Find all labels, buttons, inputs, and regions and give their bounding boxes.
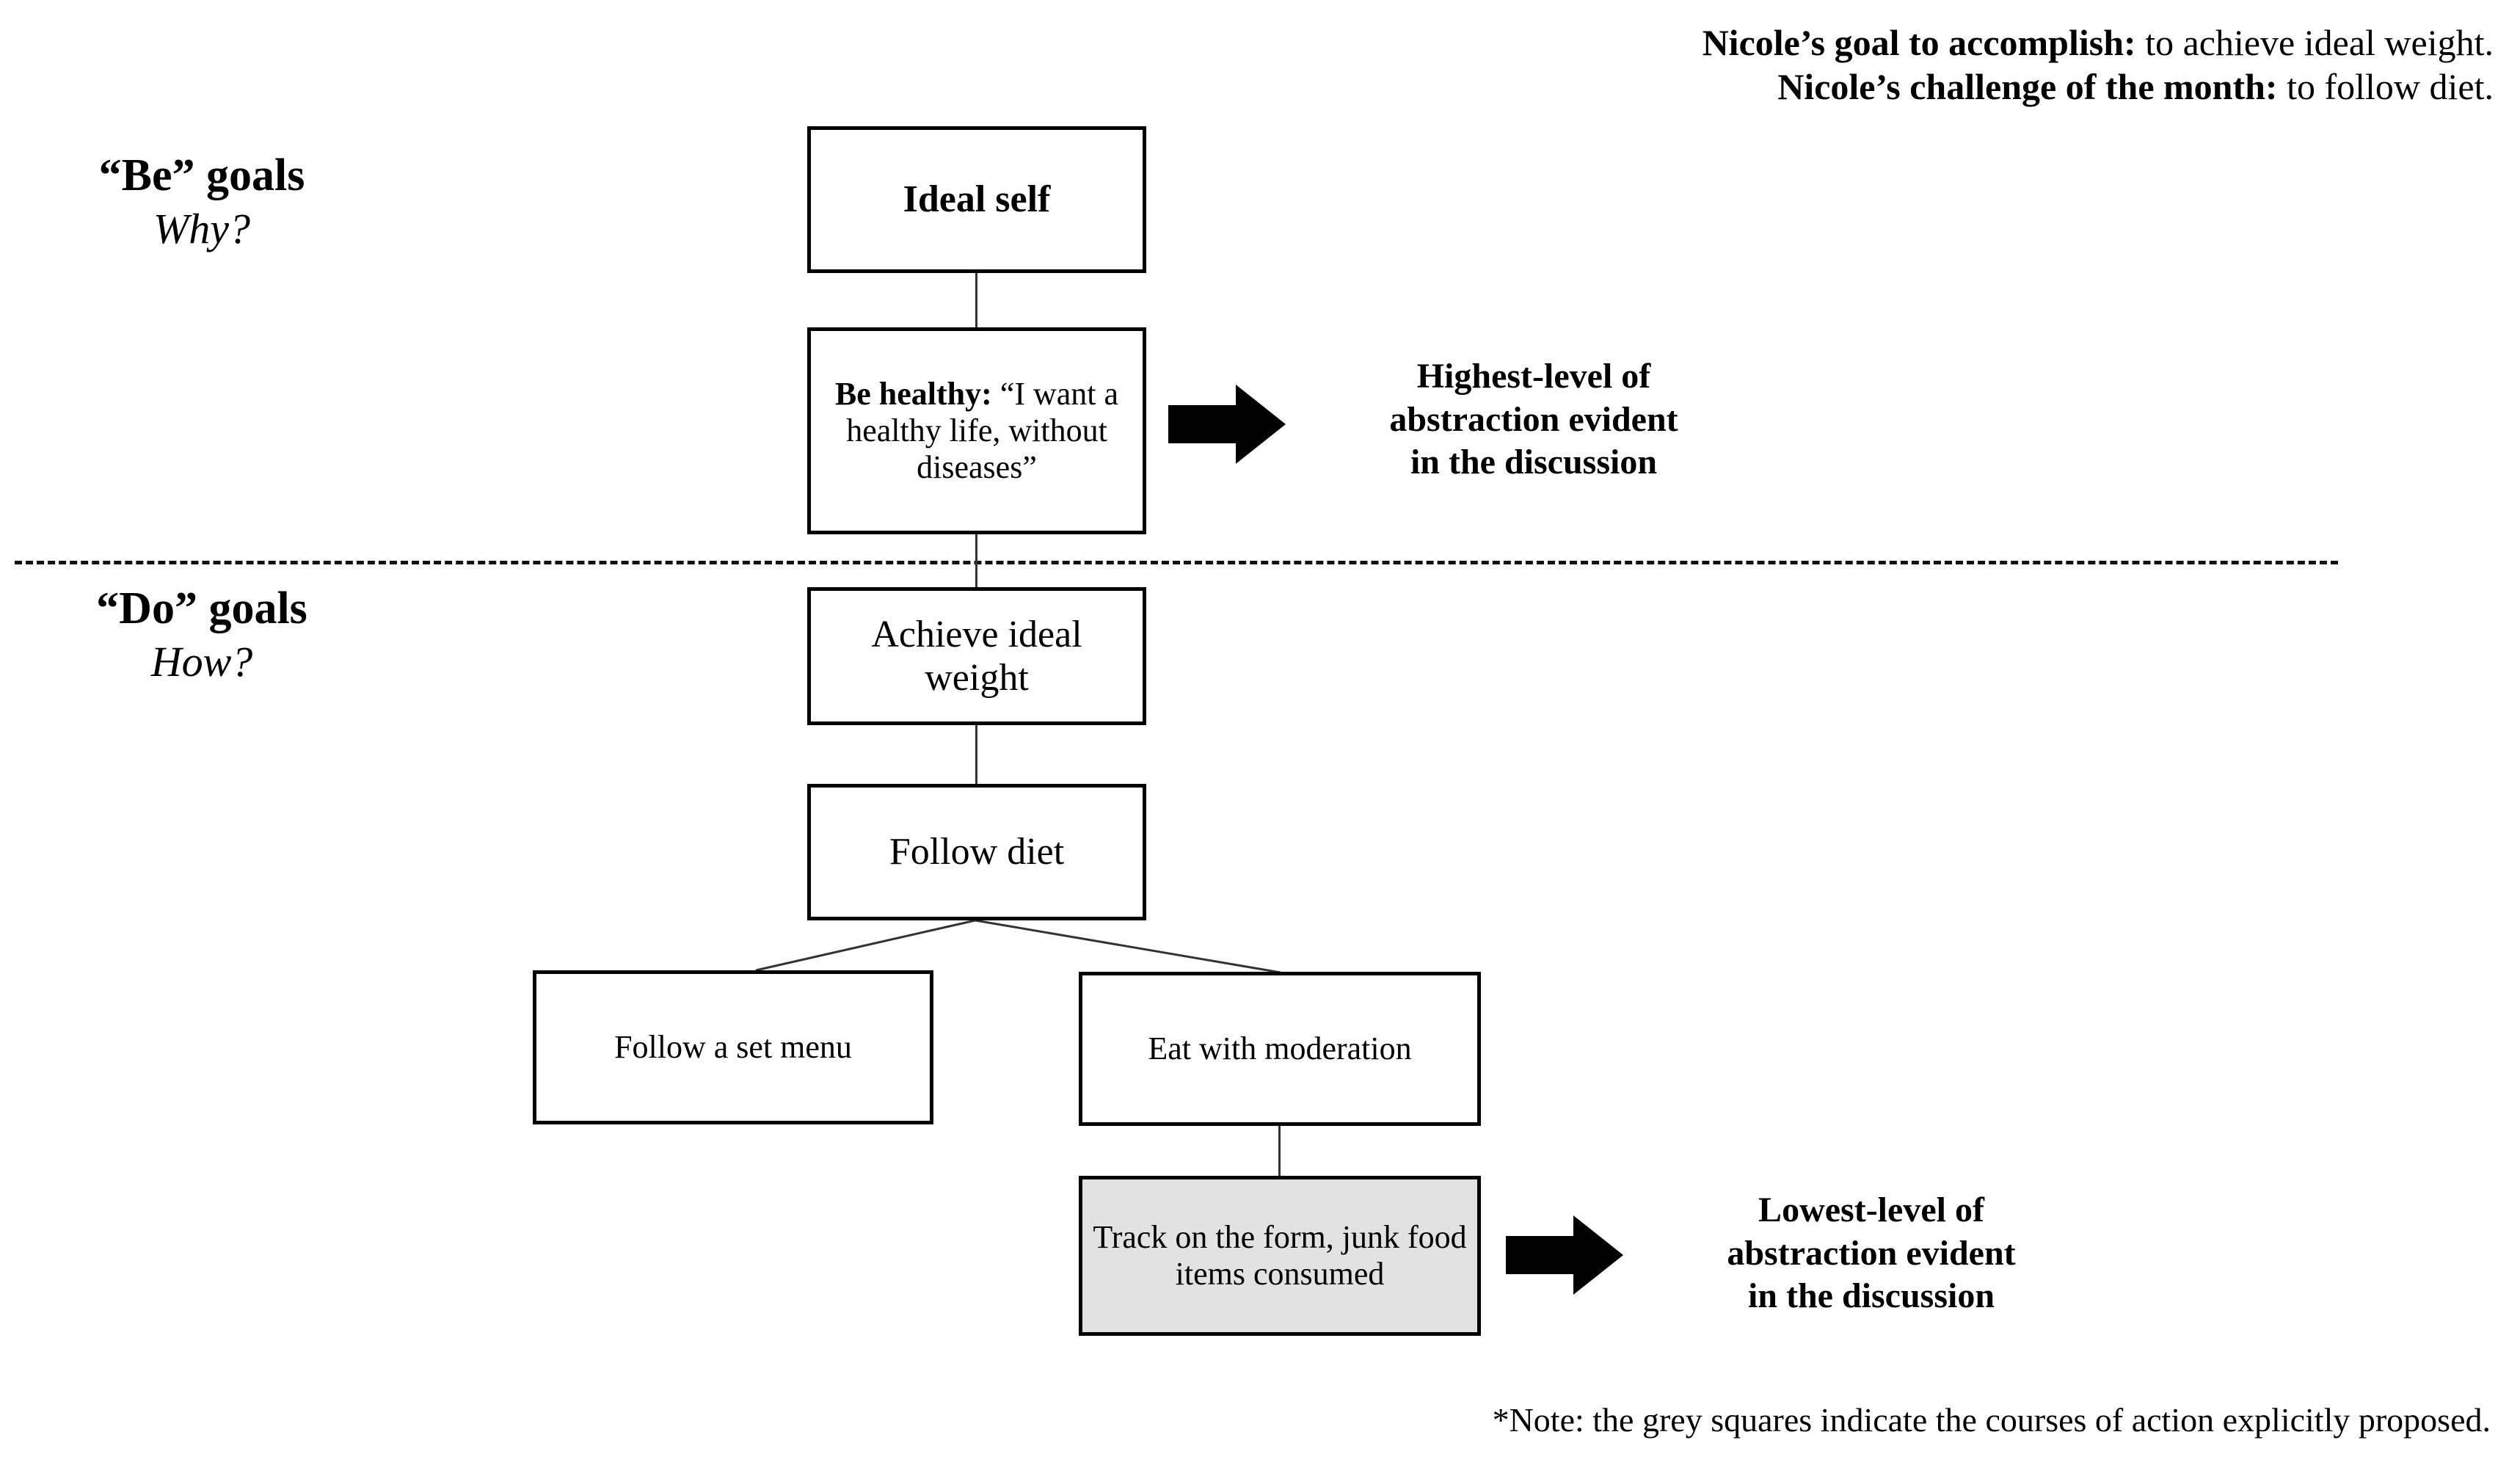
node-follow-a-set-menu-label: Follow a set menu <box>614 1028 852 1065</box>
node-achieve-ideal-weight[interactable]: Achieve ideal weight <box>807 587 1146 725</box>
header-block: Nicole’s goal to accomplish: to achieve … <box>1703 21 2494 109</box>
footnote-note: *Note: the grey squares indicate the cou… <box>1492 1401 2491 1439</box>
header-goal-value: to achieve ideal weight. <box>2135 22 2494 63</box>
node-be-healthy-label: Be healthy: “I want a healthy life, with… <box>811 376 1143 486</box>
node-eat-with-moderation-label: Eat with moderation <box>1148 1030 1412 1066</box>
node-track-on-the-form-label: Track on the form, junk food items consu… <box>1093 1218 1467 1292</box>
connector-moderation-to-track-form <box>1278 1124 1281 1177</box>
be-do-divider-line <box>15 561 2338 564</box>
header-goal-label: Nicole’s goal to accomplish: <box>1702 22 2136 63</box>
caption-lowest-level-abstraction: Lowest-level of abstraction evident in t… <box>1644 1189 2099 1318</box>
right-arrow-icon-highest-level <box>1168 385 1286 464</box>
node-be-healthy-quote: “I want a healthy life, without diseases… <box>846 375 1119 486</box>
node-follow-diet-label: Follow diet <box>889 831 1065 873</box>
do-goals-label: “Do” goals How? <box>29 584 374 686</box>
header-challenge-value: to follow diet. <box>2277 66 2494 107</box>
caption-lowest-line-2: abstraction evident <box>1727 1233 2016 1273</box>
node-follow-diet[interactable]: Follow diet <box>807 784 1146 920</box>
caption-highest-level-abstraction: Highest-level of abstraction evident in … <box>1306 355 1761 484</box>
caption-highest-line-2: abstraction evident <box>1389 399 1678 439</box>
right-arrow-icon-lowest-level <box>1506 1215 1623 1295</box>
connector-be-healthy-to-achieve-weight <box>975 533 977 589</box>
caption-lowest-line-3: in the discussion <box>1747 1276 1995 1316</box>
connector-achieve-weight-to-follow-diet <box>975 724 977 785</box>
header-line-goal: Nicole’s goal to accomplish: to achieve … <box>1703 21 2494 65</box>
do-goals-title: “Do” goals <box>96 584 307 633</box>
do-goals-question: How? <box>150 638 253 686</box>
caption-highest-line-3: in the discussion <box>1410 443 1658 482</box>
node-eat-with-moderation[interactable]: Eat with moderation <box>1079 972 1481 1126</box>
node-ideal-self[interactable]: Ideal self <box>807 126 1146 273</box>
node-follow-a-set-menu[interactable]: Follow a set menu <box>533 970 933 1124</box>
node-be-healthy-lead: Be healthy: <box>834 375 992 412</box>
header-challenge-label: Nicole’s challenge of the month: <box>1777 66 2278 107</box>
be-goals-label: “Be” goals Why? <box>29 150 374 253</box>
node-be-healthy[interactable]: Be healthy: “I want a healthy life, with… <box>807 327 1146 534</box>
node-ideal-self-label: Ideal self <box>903 178 1051 221</box>
header-line-challenge: Nicole’s challenge of the month: to foll… <box>1703 65 2494 109</box>
be-goals-question: Why? <box>153 205 251 253</box>
be-goals-title: “Be” goals <box>98 150 305 200</box>
node-achieve-ideal-weight-label: Achieve ideal weight <box>871 613 1082 699</box>
caption-highest-line-1: Highest-level of <box>1416 357 1651 396</box>
node-track-on-the-form[interactable]: Track on the form, junk food items consu… <box>1079 1176 1481 1336</box>
caption-lowest-line-1: Lowest-level of <box>1758 1190 1984 1229</box>
connector-follow-diet-fork <box>755 919 1281 974</box>
connector-ideal-self-to-be-healthy <box>975 272 977 329</box>
